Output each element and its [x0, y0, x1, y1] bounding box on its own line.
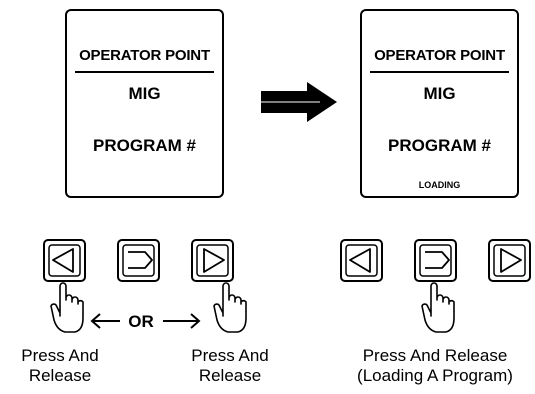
caption-line: (Loading A Program)	[357, 366, 513, 385]
enter-key-icon[interactable]	[117, 239, 160, 282]
pointing-hand-icon	[50, 282, 84, 333]
display-program-label: PROGRAM #	[388, 136, 491, 155]
caption-left: Press And Release	[0, 346, 120, 386]
transition-arrow-icon	[261, 82, 337, 122]
caption-line: Release	[28, 366, 92, 385]
display-divider	[75, 71, 214, 73]
display-mode: MIG	[128, 84, 161, 103]
caption-line: Press And	[191, 346, 269, 365]
pointing-hand-icon	[421, 282, 455, 333]
display-divider	[370, 71, 509, 73]
right-arrow-key-icon[interactable]	[191, 239, 234, 282]
display-panel-before: OPERATOR POINT MIG PROGRAM #	[65, 9, 224, 198]
or-connector-right-arrow-icon	[163, 313, 201, 329]
pointing-hand-icon	[213, 282, 247, 333]
caption-line: Press And	[21, 346, 99, 365]
caption-line: Release	[198, 366, 262, 385]
enter-key-icon[interactable]	[414, 239, 457, 282]
left-arrow-key-icon[interactable]	[43, 239, 86, 282]
display-title: OPERATOR POINT	[79, 47, 210, 64]
or-connector-left-arrow-icon	[90, 313, 120, 329]
right-arrow-key-icon[interactable]	[488, 239, 531, 282]
display-panel-after: OPERATOR POINT MIG PROGRAM # LOADING	[360, 9, 519, 198]
caption-right: Press And Release (Loading A Program)	[335, 346, 535, 386]
caption-line: Press And Release	[362, 346, 508, 365]
or-label: OR	[128, 312, 154, 331]
display-mode: MIG	[423, 84, 456, 103]
display-program-label: PROGRAM #	[93, 136, 196, 155]
display-status-loading: LOADING	[418, 180, 461, 190]
display-title: OPERATOR POINT	[374, 47, 505, 64]
caption-middle: Press And Release	[170, 346, 290, 386]
left-arrow-key-icon[interactable]	[340, 239, 383, 282]
